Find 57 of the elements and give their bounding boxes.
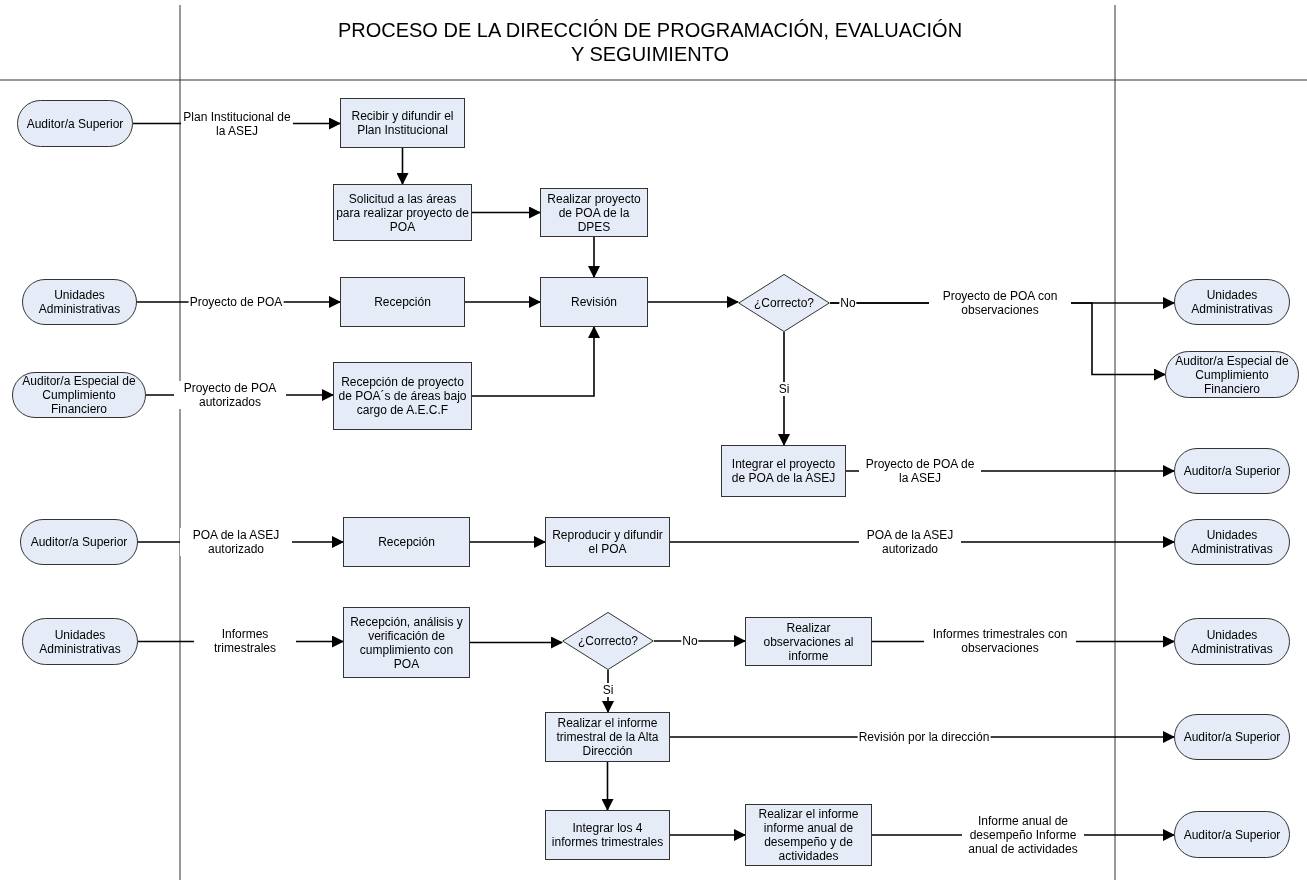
edge-label: Plan Institucional de la ASEJ — [181, 110, 293, 138]
process-box: Solicitud a las áreas para realizar proyecto de POA — [333, 184, 472, 241]
arrow — [471, 206, 541, 219]
arrow — [647, 296, 739, 308]
edge-label: Proyecto de POA autorizados — [174, 381, 286, 409]
edge-label: Proyecto de POA de la ASEJ — [859, 457, 981, 485]
edge-label: Si — [777, 382, 791, 396]
arrow — [601, 761, 614, 811]
arrow — [396, 147, 409, 185]
diagram-title: PROCESO DE LA DIRECCIÓN DE PROGRAMACIÓN, EVALUACIÓN Y SEGUIMIENTO — [336, 18, 964, 66]
edge-label: Proyecto de POA con observaciones — [929, 289, 1071, 317]
arrow — [778, 331, 790, 446]
arrow — [471, 326, 600, 397]
process-box: Realizar el informe trimestral de la Alta Dirección — [545, 712, 670, 762]
process-box: Revisión — [540, 277, 648, 327]
terminal-node: Unidades Administrativas — [1174, 519, 1290, 565]
edge-label: No — [839, 296, 857, 310]
process-box: Recepción — [343, 517, 470, 567]
decision-text: ¿Correcto? — [578, 634, 638, 648]
edge-label: Si — [601, 683, 615, 697]
process-box: Realizar proyecto de POA de la DPES — [540, 188, 648, 237]
edge-label: POA de la ASEJ autorizado — [859, 528, 961, 556]
edge-label: No — [681, 634, 699, 648]
terminal-node: Auditor/a Superior — [1174, 448, 1290, 494]
edge-label: Proyecto de POA — [188, 295, 284, 309]
process-box: Realizar observaciones al informe — [745, 617, 872, 666]
terminal-node: Auditor/a Especial de Cumplimiento Financiero — [12, 372, 146, 418]
terminal-node: Unidades Administrativas — [22, 618, 138, 665]
arrow — [464, 296, 541, 308]
arrow — [469, 636, 563, 649]
edge-label: POA de la ASEJ autorizado — [180, 528, 292, 556]
process-box: Integrar el proyecto de POA de la ASEJ — [721, 445, 846, 497]
edge-label: Informes trimestrales con observaciones — [924, 627, 1076, 655]
edge-label: Revisión por la dirección — [857, 730, 991, 744]
terminal-node: Unidades Administrativas — [1174, 618, 1290, 665]
process-box: Recepción de proyecto de POA´s de áreas bajo cargo de A.E.C.F — [333, 362, 472, 430]
terminal-node: Auditor/a Superior — [1174, 714, 1290, 760]
process-box: Reproducir y difundir el POA — [545, 517, 670, 567]
terminal-node: Unidades Administrativas — [22, 279, 137, 325]
arrow — [469, 536, 546, 548]
process-box: Recibir y difundir el Plan Institucional — [340, 98, 465, 148]
edge-label: Informe anual de desempeño Informe anual de actividades — [962, 814, 1084, 856]
process-box: Recepción, análisis y verificación de cumplimiento con POA — [343, 607, 470, 678]
process-box: Recepción — [340, 277, 465, 327]
terminal-node: Auditor/a Superior — [1174, 811, 1290, 858]
process-box: Realizar el informe informe anual de desempeño y de actividades — [745, 804, 872, 866]
process-box: Integrar los 4 informes trimestrales — [545, 810, 670, 860]
terminal-node: Auditor/a Superior — [17, 100, 133, 147]
edge-label: Informes trimestrales — [194, 627, 296, 655]
arrow — [588, 236, 600, 278]
terminal-node: Auditor/a Especial de Cumplimiento Financiero — [1165, 351, 1299, 398]
decision-text: ¿Correcto? — [754, 296, 814, 310]
arrow — [669, 829, 746, 841]
terminal-node: Auditor/a Superior — [20, 519, 138, 565]
arrow — [602, 669, 614, 713]
terminal-node: Unidades Administrativas — [1174, 279, 1290, 325]
arrow — [653, 635, 746, 647]
